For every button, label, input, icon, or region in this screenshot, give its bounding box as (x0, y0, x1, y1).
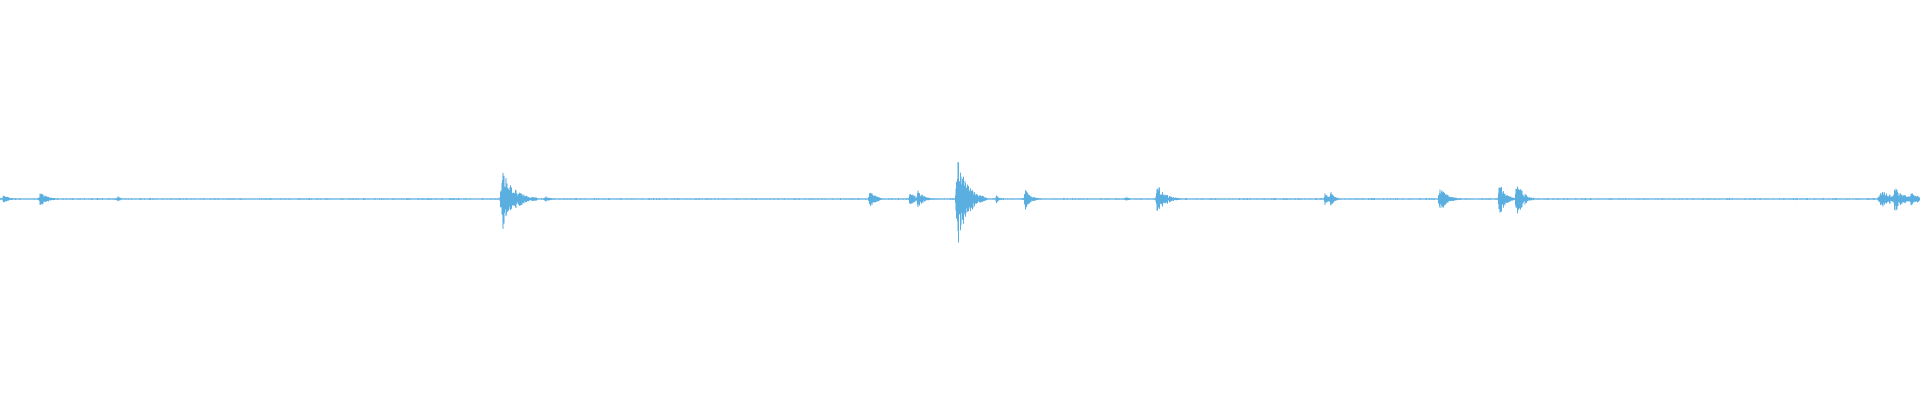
waveform-path (0, 162, 1920, 243)
